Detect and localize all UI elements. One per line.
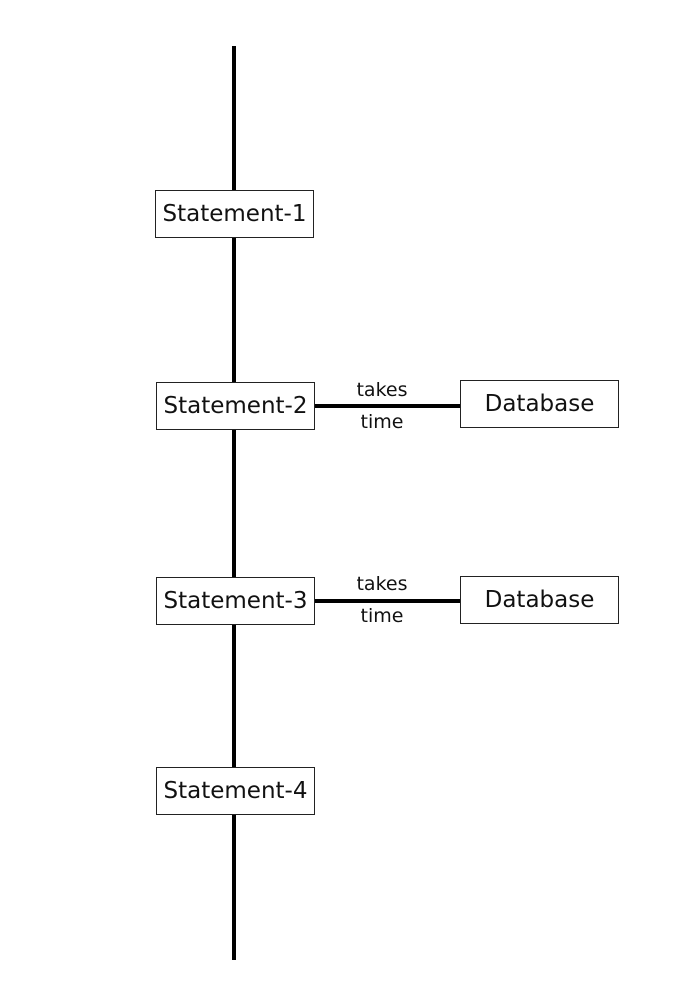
takes-time-label-2-line1: takes <box>356 573 408 595</box>
takes-time-label-1-line2: time <box>360 411 404 433</box>
takes-time-label-1-line1: takes <box>356 379 408 401</box>
takes-time-label-1: takes time <box>342 374 422 438</box>
statement-3-box: Statement-3 <box>156 577 315 625</box>
takes-time-label-2-line2: time <box>360 605 404 627</box>
statement-1-box: Statement-1 <box>155 190 314 238</box>
database-box-2: Database <box>460 576 619 624</box>
database-box-1: Database <box>460 380 619 428</box>
statement-4-box: Statement-4 <box>156 767 315 815</box>
takes-time-label-2: takes time <box>342 568 422 632</box>
statement-2-box: Statement-2 <box>156 382 315 430</box>
